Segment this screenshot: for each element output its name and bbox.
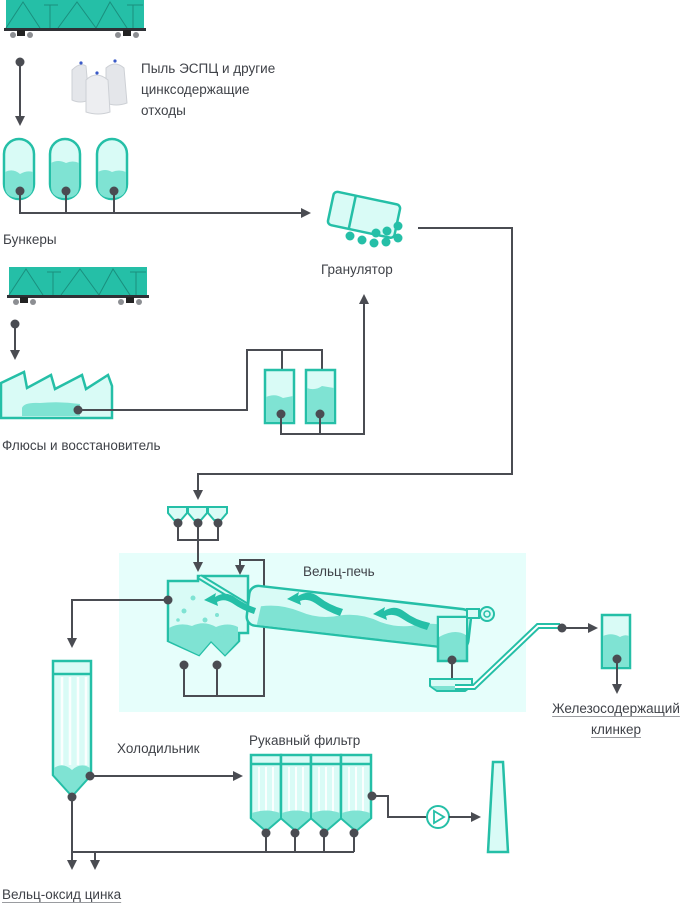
dust-chamber	[166, 574, 250, 657]
rotary-kiln	[204, 584, 495, 663]
railcar-icon	[4, 0, 146, 38]
label-bunkers: Бункеры	[3, 232, 57, 247]
feed-hoppers	[167, 506, 228, 521]
chimney-icon	[486, 760, 510, 854]
big-bag-icon	[71, 59, 128, 115]
flux-bunkers	[263, 368, 337, 425]
label-kiln: Вельц-печь	[303, 564, 375, 579]
bag-filter	[249, 753, 373, 833]
label-waste-line-1: Пыль ЭСПЦ и другие	[141, 61, 276, 76]
label-waste-line-3: отходы	[141, 103, 186, 118]
label-bag-filter: Рукавный фильтр	[249, 733, 361, 748]
link-clinker-line-2[interactable]: клинкер	[590, 722, 641, 737]
link-clinker-line-1[interactable]: Железосодержащий	[552, 701, 680, 716]
label-granulator: Гранулятор	[321, 262, 393, 277]
bunkers	[2, 137, 129, 201]
granules	[345, 221, 403, 248]
label-cooler: Холодильник	[117, 741, 200, 756]
railcar-icon	[7, 267, 149, 305]
label-waste: Пыль ЭСПЦ и другие цинксодержащие отходы	[141, 58, 275, 121]
fan-icon	[426, 805, 450, 829]
label-fluxes: Флюсы и восстановитель	[2, 438, 161, 453]
link-clinker[interactable]: Железосодержащий клинкер	[536, 698, 693, 740]
label-waste-line-2: цинксодержащие	[141, 82, 250, 97]
link-zinc-oxide[interactable]: Вельц-оксид цинка	[2, 887, 122, 902]
cooler	[51, 659, 93, 798]
warehouse-icon	[0, 370, 114, 420]
